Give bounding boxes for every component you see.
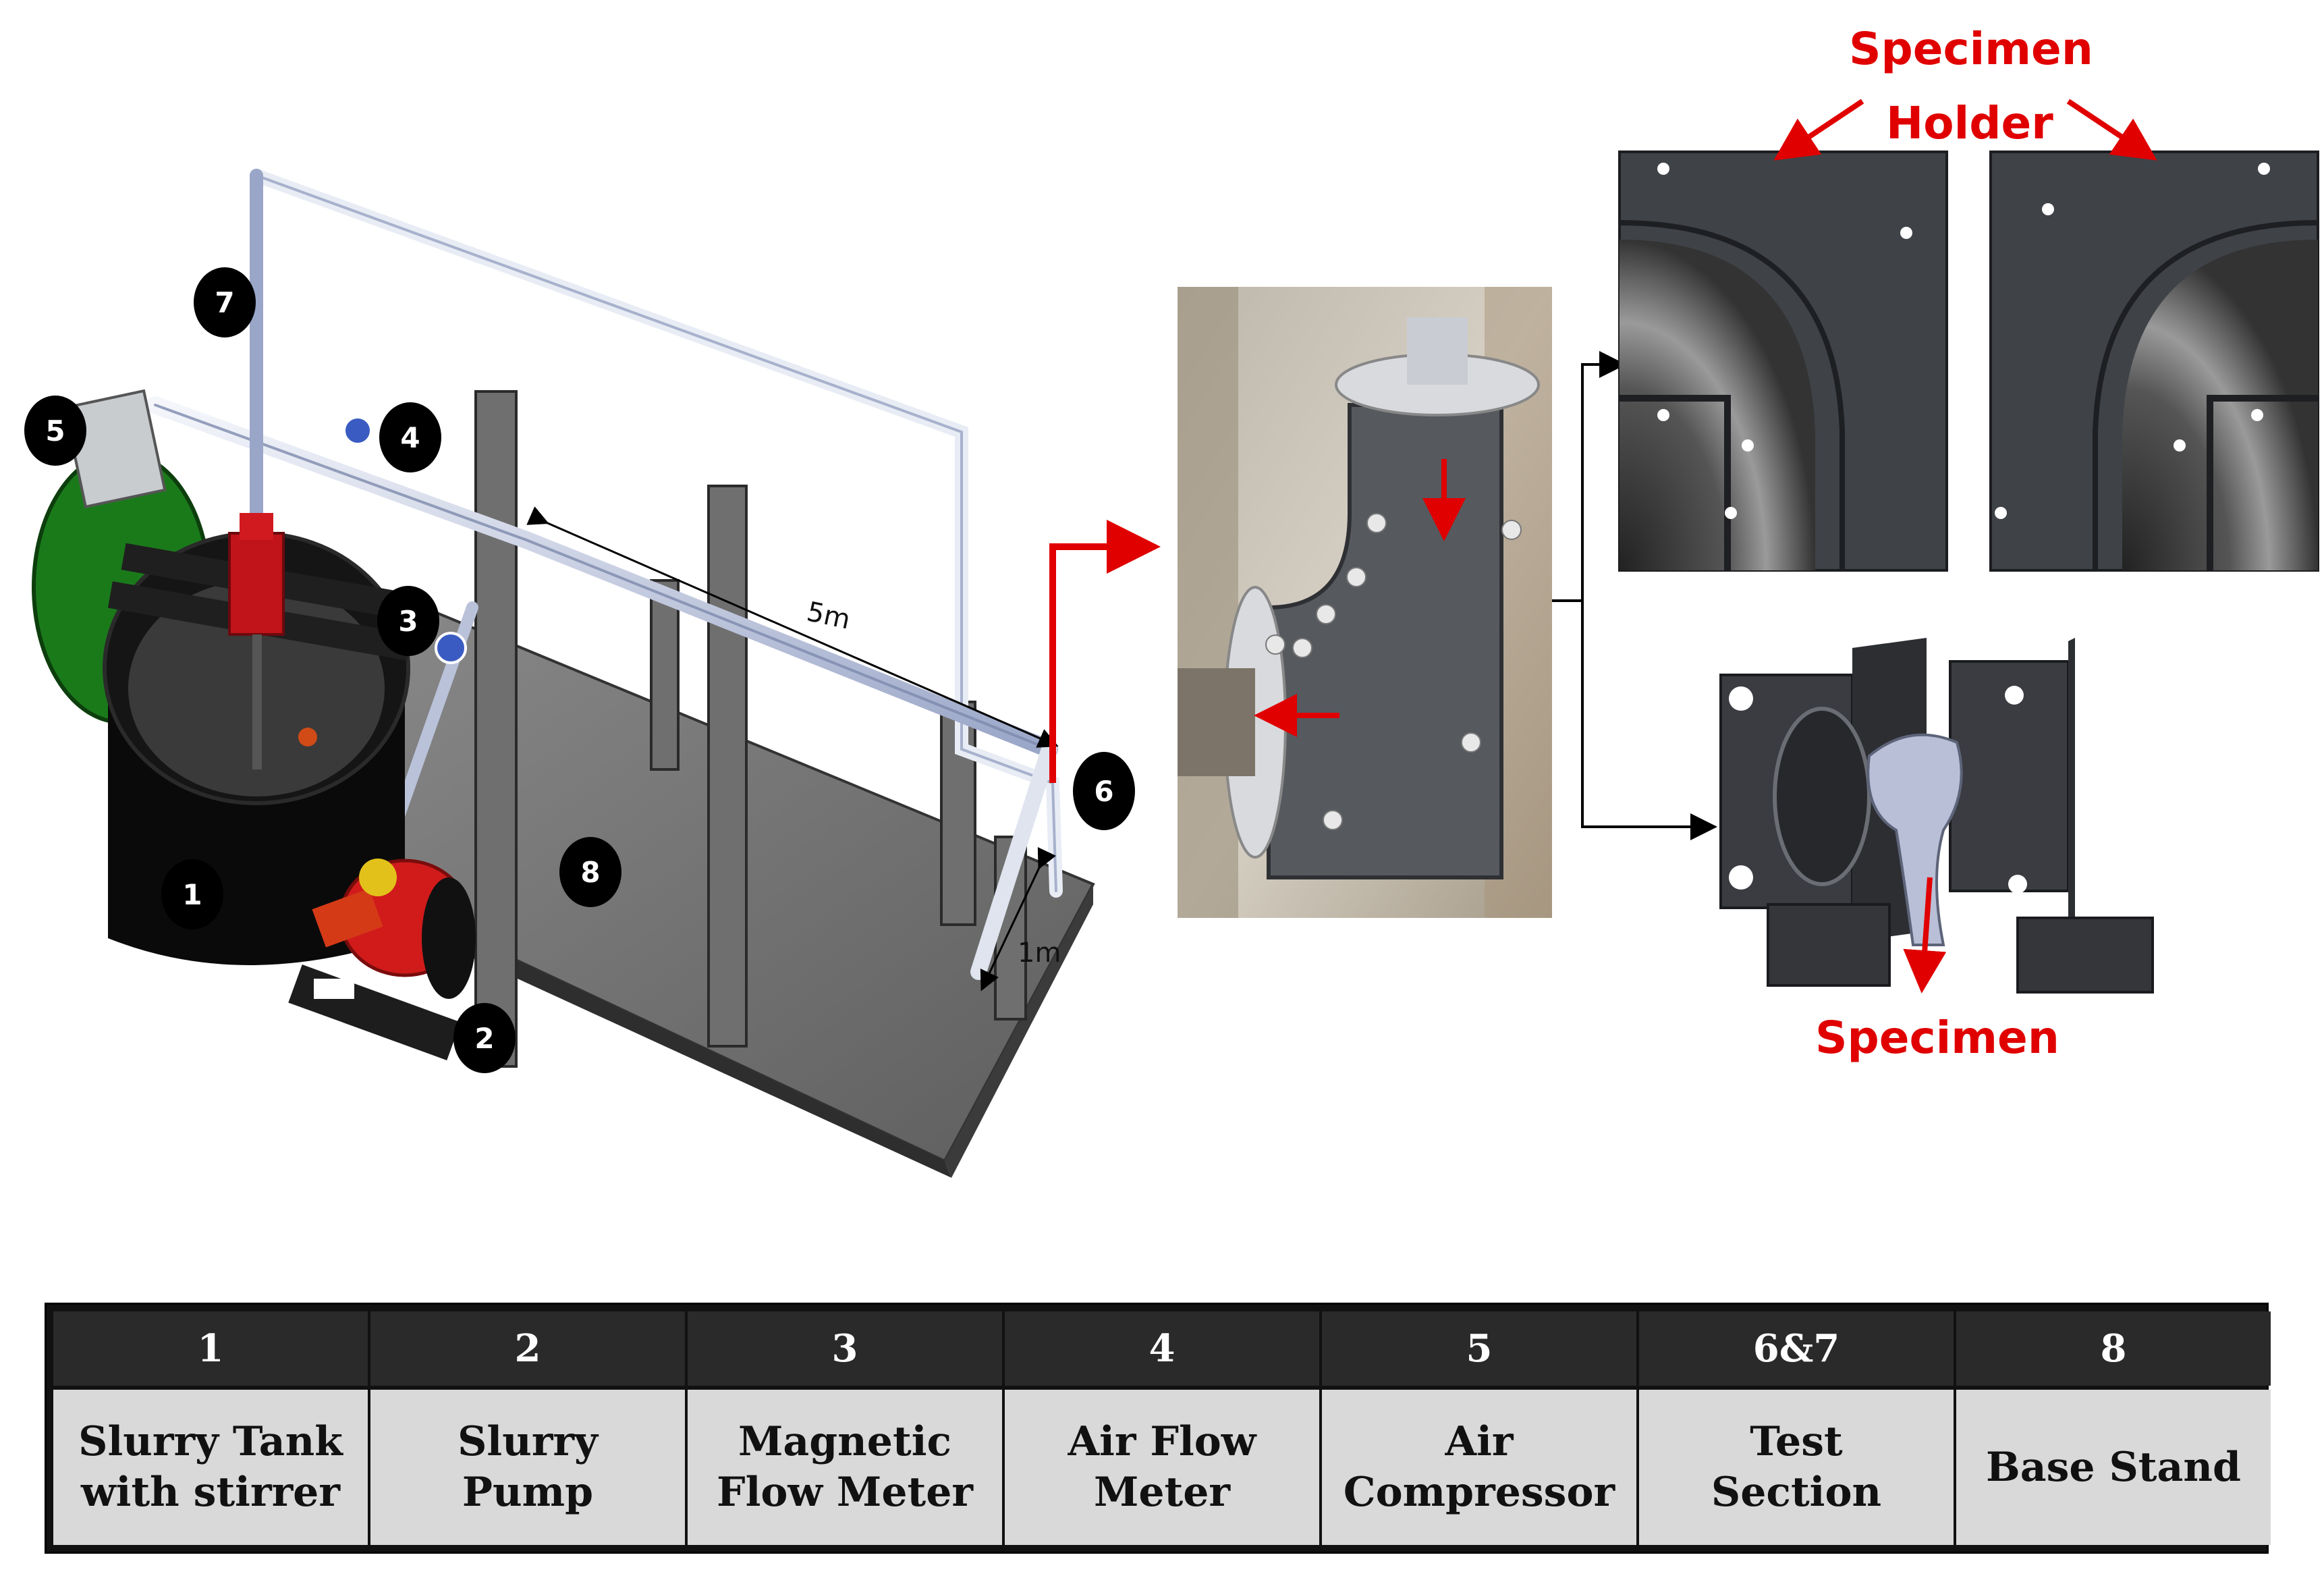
- legend-number-1: 1: [53, 1311, 368, 1386]
- specimen-holder-left-half: [1618, 151, 1948, 572]
- legend-label-base-stand: Base Stand: [1956, 1390, 2271, 1545]
- marker-2: 2: [453, 1003, 516, 1073]
- svg-text:1: 1: [182, 878, 202, 911]
- marker-4: 4: [379, 402, 441, 472]
- assembled-holder-with-specimen: [1719, 638, 2154, 994]
- rig-to-test-section-arrow: [1049, 520, 1161, 783]
- marker-7: 7: [194, 267, 256, 337]
- svg-text:8: 8: [580, 856, 600, 889]
- marker-3: 3: [377, 586, 439, 656]
- length-dimension-arrow: [526, 506, 1059, 748]
- experimental-setup-diagram: 5m 1m 1 2 3 4 5 6 7 8: [24, 23, 2319, 1178]
- legend-number-6-7: 6&7: [1639, 1311, 1954, 1386]
- marker-8: 8: [559, 837, 621, 907]
- marker-6: 6: [1073, 752, 1135, 830]
- specimen-callout: Specimen: [1815, 1012, 2059, 1064]
- markers: 1 2 3 4 5 6 7 8: [24, 267, 1135, 1073]
- marker-1: 1: [161, 859, 223, 929]
- svg-text:3: 3: [398, 605, 418, 638]
- holder-arrow-right: [2066, 99, 2157, 161]
- svg-text:6: 6: [1094, 775, 1113, 808]
- svg-text:4: 4: [400, 421, 420, 454]
- holder-arrow-left: [1773, 99, 1864, 161]
- magnetic-flow-meter: [435, 632, 467, 664]
- length-dimension-label: 5m: [804, 596, 853, 635]
- marker-5: 5: [24, 396, 86, 466]
- air-flow-meter: [343, 416, 372, 445]
- width-dimension-arrow: [980, 847, 1056, 991]
- svg-text:2: 2: [474, 1022, 494, 1055]
- slurry-tank: [103, 513, 412, 965]
- legend-number-8: 8: [1956, 1311, 2271, 1386]
- width-dimension-label: 1m: [1018, 938, 1061, 969]
- connector-lines: [1552, 351, 1717, 840]
- rig-3d-model: 5m 1m: [32, 169, 1095, 1178]
- legend-number-5: 5: [1322, 1311, 1636, 1386]
- specimen-holder-callout-line2: Holder: [1886, 97, 2053, 149]
- legend-number-2: 2: [370, 1311, 685, 1386]
- specimen-holder-callout-line1: Specimen: [1849, 23, 2093, 75]
- svg-text:7: 7: [215, 286, 234, 319]
- specimen-holder-right-half: [1989, 151, 2319, 572]
- test-section-photo: [1178, 287, 1552, 918]
- legend-number-4: 4: [1005, 1311, 1319, 1386]
- svg-text:5: 5: [45, 414, 65, 447]
- legend-number-3: 3: [688, 1311, 1002, 1386]
